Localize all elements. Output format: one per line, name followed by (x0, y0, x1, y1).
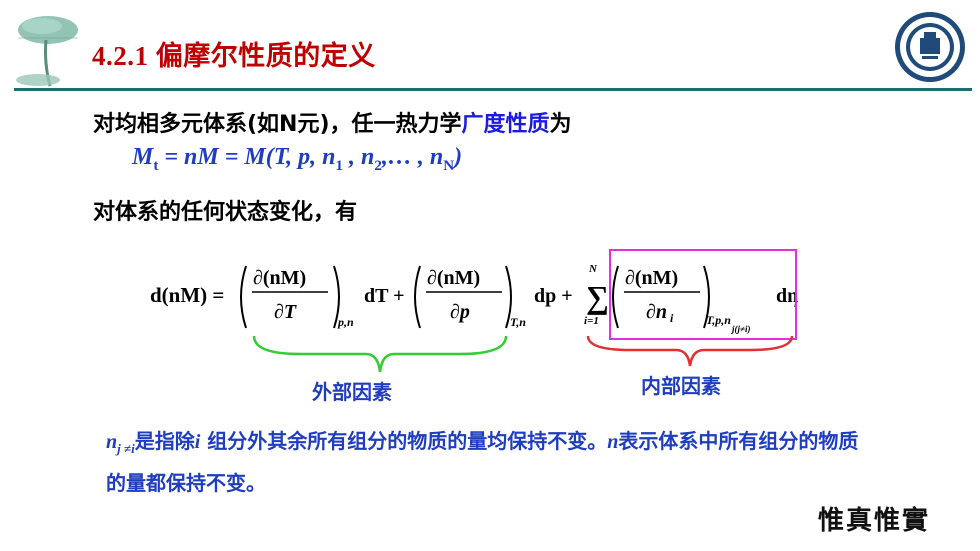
eq-term3-num: ∂(nM) (625, 267, 678, 289)
note-i: i (194, 431, 201, 453)
note-paragraph: nj ≠i是指除i 组分外其余所有组分的物质的量均保持不变。n表示体系中所有组分… (106, 424, 866, 500)
leaf-logo-icon (16, 16, 78, 87)
formula-sub-t: t (153, 157, 159, 174)
formula-part-1: = nM = M(T, p, n (158, 144, 336, 170)
title-divider (14, 88, 972, 91)
eq-term1-num: ∂(nM) (253, 267, 306, 289)
intro-prefix: 对均相多元体系(如N元)，任一热力学 (93, 112, 462, 137)
note-text-3: 表示体系中所有组分的物质的量都保持不变。 (106, 429, 859, 495)
formula-sub-2: 2 (374, 157, 382, 174)
eq-term3-diff: dn (776, 285, 798, 307)
intro-line: 对均相多元体系(如N元)，任一热力学广度性质为 (93, 106, 572, 138)
eq-term3-sub2: j(j≠i) (730, 324, 750, 334)
note-n-sub: j ≠i (117, 441, 135, 456)
formula-sub-1: 1 (335, 157, 344, 174)
formula-m: M (132, 144, 154, 170)
external-factors-label: 外部因素 (312, 380, 392, 404)
eq-term1-diff: dT + (364, 285, 405, 307)
page-title: 4.2.1 偏摩尔性质的定义 (92, 41, 376, 71)
university-motto: 惟真惟實 (818, 506, 931, 536)
formula-sub-n: N (443, 157, 455, 174)
eq-term2-den: ∂p (450, 301, 470, 323)
formula-part-4: ) (454, 144, 463, 170)
eq-term1-sub: p,n (337, 315, 354, 329)
intro-suffix: 为 (549, 112, 572, 137)
intro2-line: 对体系的任何状态变化，有 (93, 200, 358, 225)
formula-part-3: ,… , n (381, 144, 444, 170)
eq-term2-sub: T,n (510, 315, 526, 329)
intro-highlight: 广度性质 (461, 112, 550, 137)
eq-term3-sub: T,p,n (706, 313, 731, 327)
eq-lhs: d(nM) = (150, 283, 224, 307)
university-seal-icon (895, 12, 965, 82)
note-text-1: 是指除 (134, 429, 195, 453)
formula-part-2: , n (343, 144, 375, 170)
formula-mt: Mt = nM = M(T, p, n1 , n2,… , nN) (132, 144, 462, 175)
differential-equation: d(nM) = ∂(nM) ∂T p,n dT + ∂(nM) ∂p T,n d… (150, 263, 798, 334)
eq-term2-num: ∂(nM) (427, 267, 480, 289)
note-n2: n (607, 431, 619, 453)
eq-sum-bottom: i=1 (584, 315, 599, 327)
eq-sum-top: N (588, 263, 598, 275)
eq-term3-den-sub: i (670, 311, 674, 325)
internal-factors-label: 内部因素 (641, 374, 721, 398)
internal-term-highlight-box (609, 249, 797, 340)
eq-term1-den: ∂T (274, 301, 297, 323)
eq-term2-diff: dp + (534, 285, 573, 307)
eq-term3-den: ∂n (646, 301, 667, 323)
note-n: n (106, 431, 118, 453)
note-text-2: 组分外其余所有组分的物质的量均保持不变。 (200, 429, 608, 453)
sigma-icon: ∑ (586, 279, 609, 315)
